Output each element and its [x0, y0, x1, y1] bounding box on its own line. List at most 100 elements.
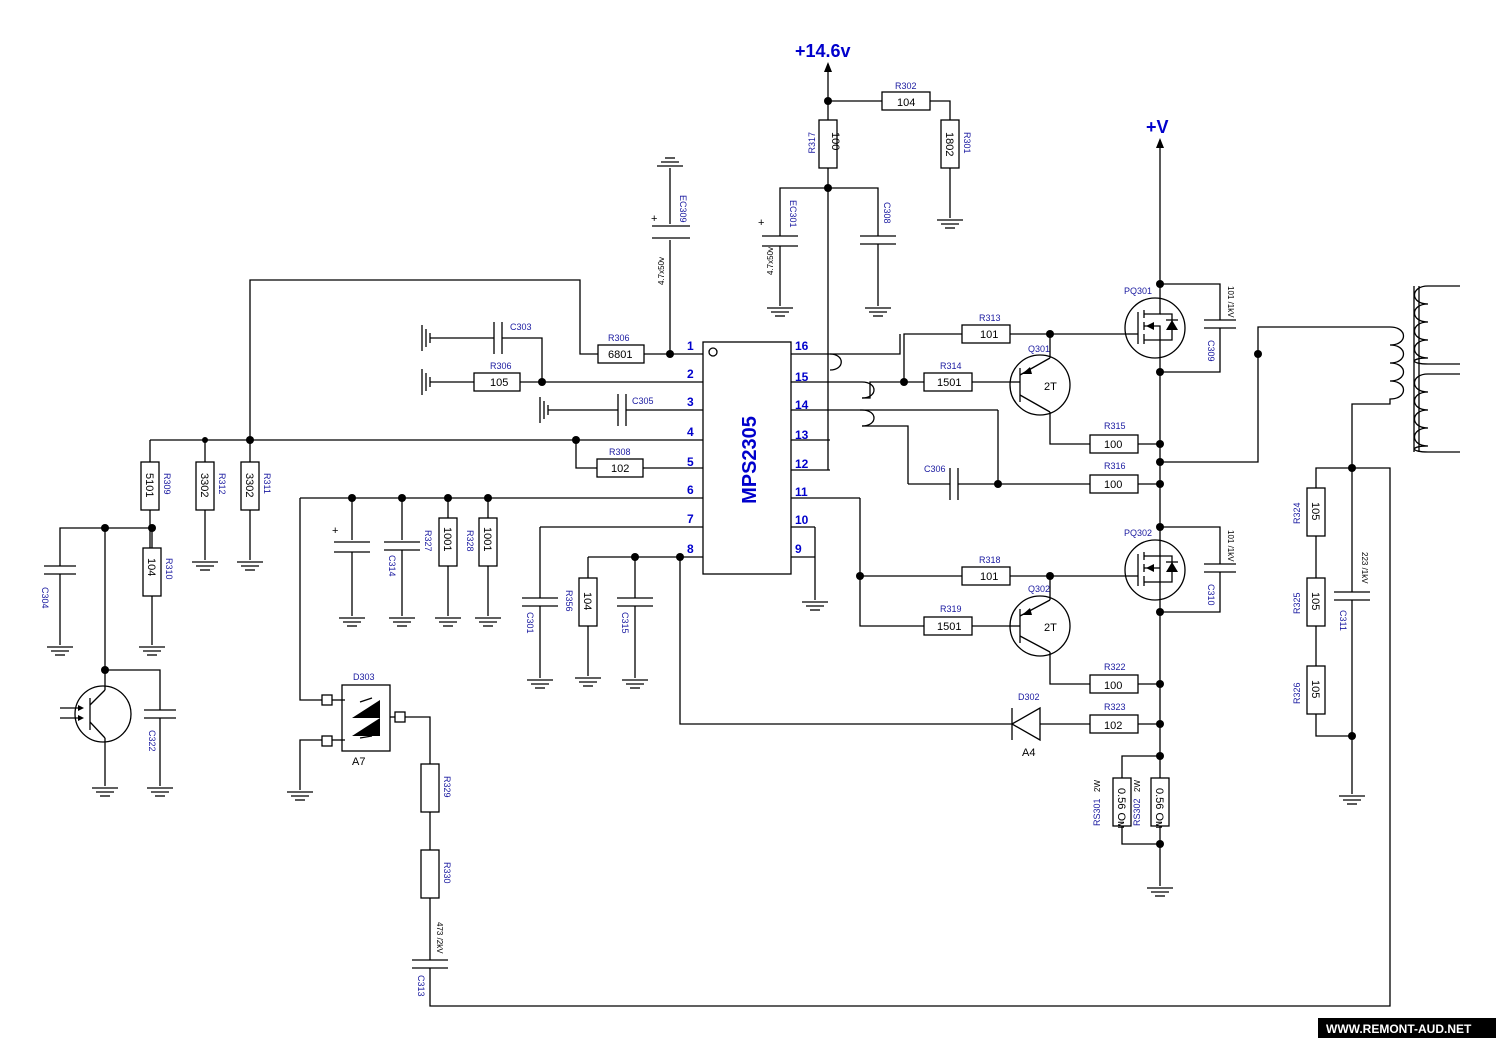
svg-text:D303: D303: [353, 672, 375, 682]
watermark: WWW.REMONT-AUD.NET: [1318, 1018, 1496, 1038]
svg-text:2W: 2W: [1093, 780, 1102, 792]
svg-text:473 /2kV: 473 /2kV: [435, 922, 444, 954]
svg-text:104: 104: [897, 97, 915, 109]
c308: C308: [828, 187, 896, 317]
r319: R319 1501: [923, 604, 1010, 636]
svg-text:R309: R309: [162, 473, 172, 495]
pin-10: 10: [795, 513, 809, 527]
r306-a: R306 6801: [249, 279, 670, 440]
svg-text:3302: 3302: [198, 473, 210, 497]
svg-text:1001: 1001: [441, 527, 453, 551]
r318: R318 101: [860, 555, 1128, 586]
c304: C304: [40, 527, 152, 656]
q301: Q301 2T: [1009, 334, 1090, 445]
svg-text:223 /1kV: 223 /1kV: [1360, 552, 1369, 584]
c310: 101 /1kV C310: [1160, 526, 1236, 613]
svg-text:101 /1kV: 101 /1kV: [1226, 530, 1235, 562]
svg-text:0.56 Ом: 0.56 Ом: [1115, 788, 1127, 829]
svg-text:EC301: EC301: [788, 200, 798, 228]
svg-text:6801: 6801: [608, 349, 632, 361]
svg-text:R306: R306: [490, 361, 512, 371]
svg-text:C308: C308: [882, 202, 892, 224]
svg-text:R318: R318: [979, 555, 1001, 565]
svg-text:R311: R311: [262, 473, 272, 494]
svg-text:Q302: Q302: [1028, 584, 1050, 594]
svg-text:R315: R315: [1104, 421, 1126, 431]
c313: 473 /2kV C313: [412, 467, 1391, 1007]
svg-text:R302: R302: [895, 81, 917, 91]
svg-text:C301: C301: [525, 612, 535, 634]
svg-text:Q301: Q301: [1028, 344, 1050, 354]
svg-text:C304: C304: [40, 587, 50, 609]
svg-text:D302: D302: [1018, 692, 1040, 702]
svg-text:R324: R324: [1292, 502, 1302, 524]
svg-text:R356: R356: [564, 590, 574, 612]
svg-text:105: 105: [490, 377, 508, 389]
svg-text:R306: R306: [608, 333, 630, 343]
svg-text:R329: R329: [442, 776, 452, 798]
ec301: + EC301 4.7x50v: [758, 187, 828, 317]
svg-text:C315: C315: [620, 612, 630, 634]
svg-text:5101: 5101: [143, 473, 155, 497]
svg-text:2W: 2W: [1133, 780, 1142, 792]
ec-pin6: +: [332, 498, 370, 627]
svg-text:1501: 1501: [937, 377, 961, 389]
ec309: + EC309 4.7x50v: [651, 157, 690, 354]
svg-text:+: +: [332, 525, 338, 537]
r317: 100 R317: [807, 119, 841, 188]
pin-5: 5: [687, 455, 694, 469]
svg-text:1802: 1802: [943, 132, 955, 156]
svg-text:+: +: [651, 213, 657, 225]
r327: 1001 R327: [423, 498, 462, 627]
pin-8: 8: [687, 542, 694, 556]
svg-text:C306: C306: [924, 464, 946, 474]
svg-text:+V: +V: [1146, 117, 1169, 137]
svg-text:105: 105: [1309, 502, 1321, 520]
svg-text:101 /1kV: 101 /1kV: [1226, 286, 1235, 318]
svg-text:R326: R326: [1292, 682, 1302, 704]
supply-14v6: +14.6v: [795, 41, 851, 120]
r315: R315 100: [1089, 421, 1160, 454]
r329: R329: [405, 716, 452, 850]
phototransistor: [60, 528, 132, 797]
d302: D302 A4: [1010, 692, 1090, 759]
svg-text:A4: A4: [1022, 747, 1035, 759]
rail-plus-v: +V: [1146, 117, 1169, 300]
svg-text:C314: C314: [387, 555, 397, 577]
ic-label: MPS2305: [739, 416, 761, 504]
pin-2: 2: [687, 367, 694, 381]
svg-text:C310: C310: [1206, 584, 1216, 606]
svg-text:1501: 1501: [937, 621, 961, 633]
svg-text:R317: R317: [807, 132, 817, 154]
pin-4: 4: [687, 425, 694, 439]
svg-text:102: 102: [611, 463, 629, 475]
svg-text:R308: R308: [609, 447, 631, 457]
svg-text:101: 101: [980, 571, 998, 583]
svg-text:R327: R327: [423, 530, 433, 552]
svg-text:R325: R325: [1292, 592, 1302, 614]
svg-text:2T: 2T: [1044, 622, 1057, 634]
svg-text:100: 100: [1104, 439, 1122, 451]
c314: C314: [384, 498, 420, 627]
transformer: [1351, 285, 1460, 468]
rail-14v6: +14.6v: [795, 41, 851, 61]
c309: 101 /1kV C309: [1160, 283, 1236, 373]
r328: 1001 R328: [465, 498, 502, 627]
svg-text:R319: R319: [940, 604, 962, 614]
r311: 3302 R311: [236, 440, 272, 571]
ic-mps2305: MPS2305: [702, 341, 792, 575]
svg-text:PQ301: PQ301: [1124, 286, 1152, 296]
r356: 104 R356: [564, 557, 602, 687]
pin-3: 3: [687, 395, 694, 409]
svg-text:104: 104: [581, 592, 593, 610]
pin-12: 12: [795, 457, 809, 471]
pq301: PQ301: [1124, 286, 1186, 372]
r323: R323 102: [1089, 702, 1160, 734]
pin-1: 1: [687, 339, 694, 353]
svg-text:105: 105: [1309, 680, 1321, 698]
svg-text:C313: C313: [416, 975, 426, 997]
r309: 5101 R309: [140, 440, 172, 548]
svg-text:3302: 3302: [243, 473, 255, 497]
svg-text:100: 100: [1104, 680, 1122, 692]
svg-text:104: 104: [145, 558, 157, 576]
